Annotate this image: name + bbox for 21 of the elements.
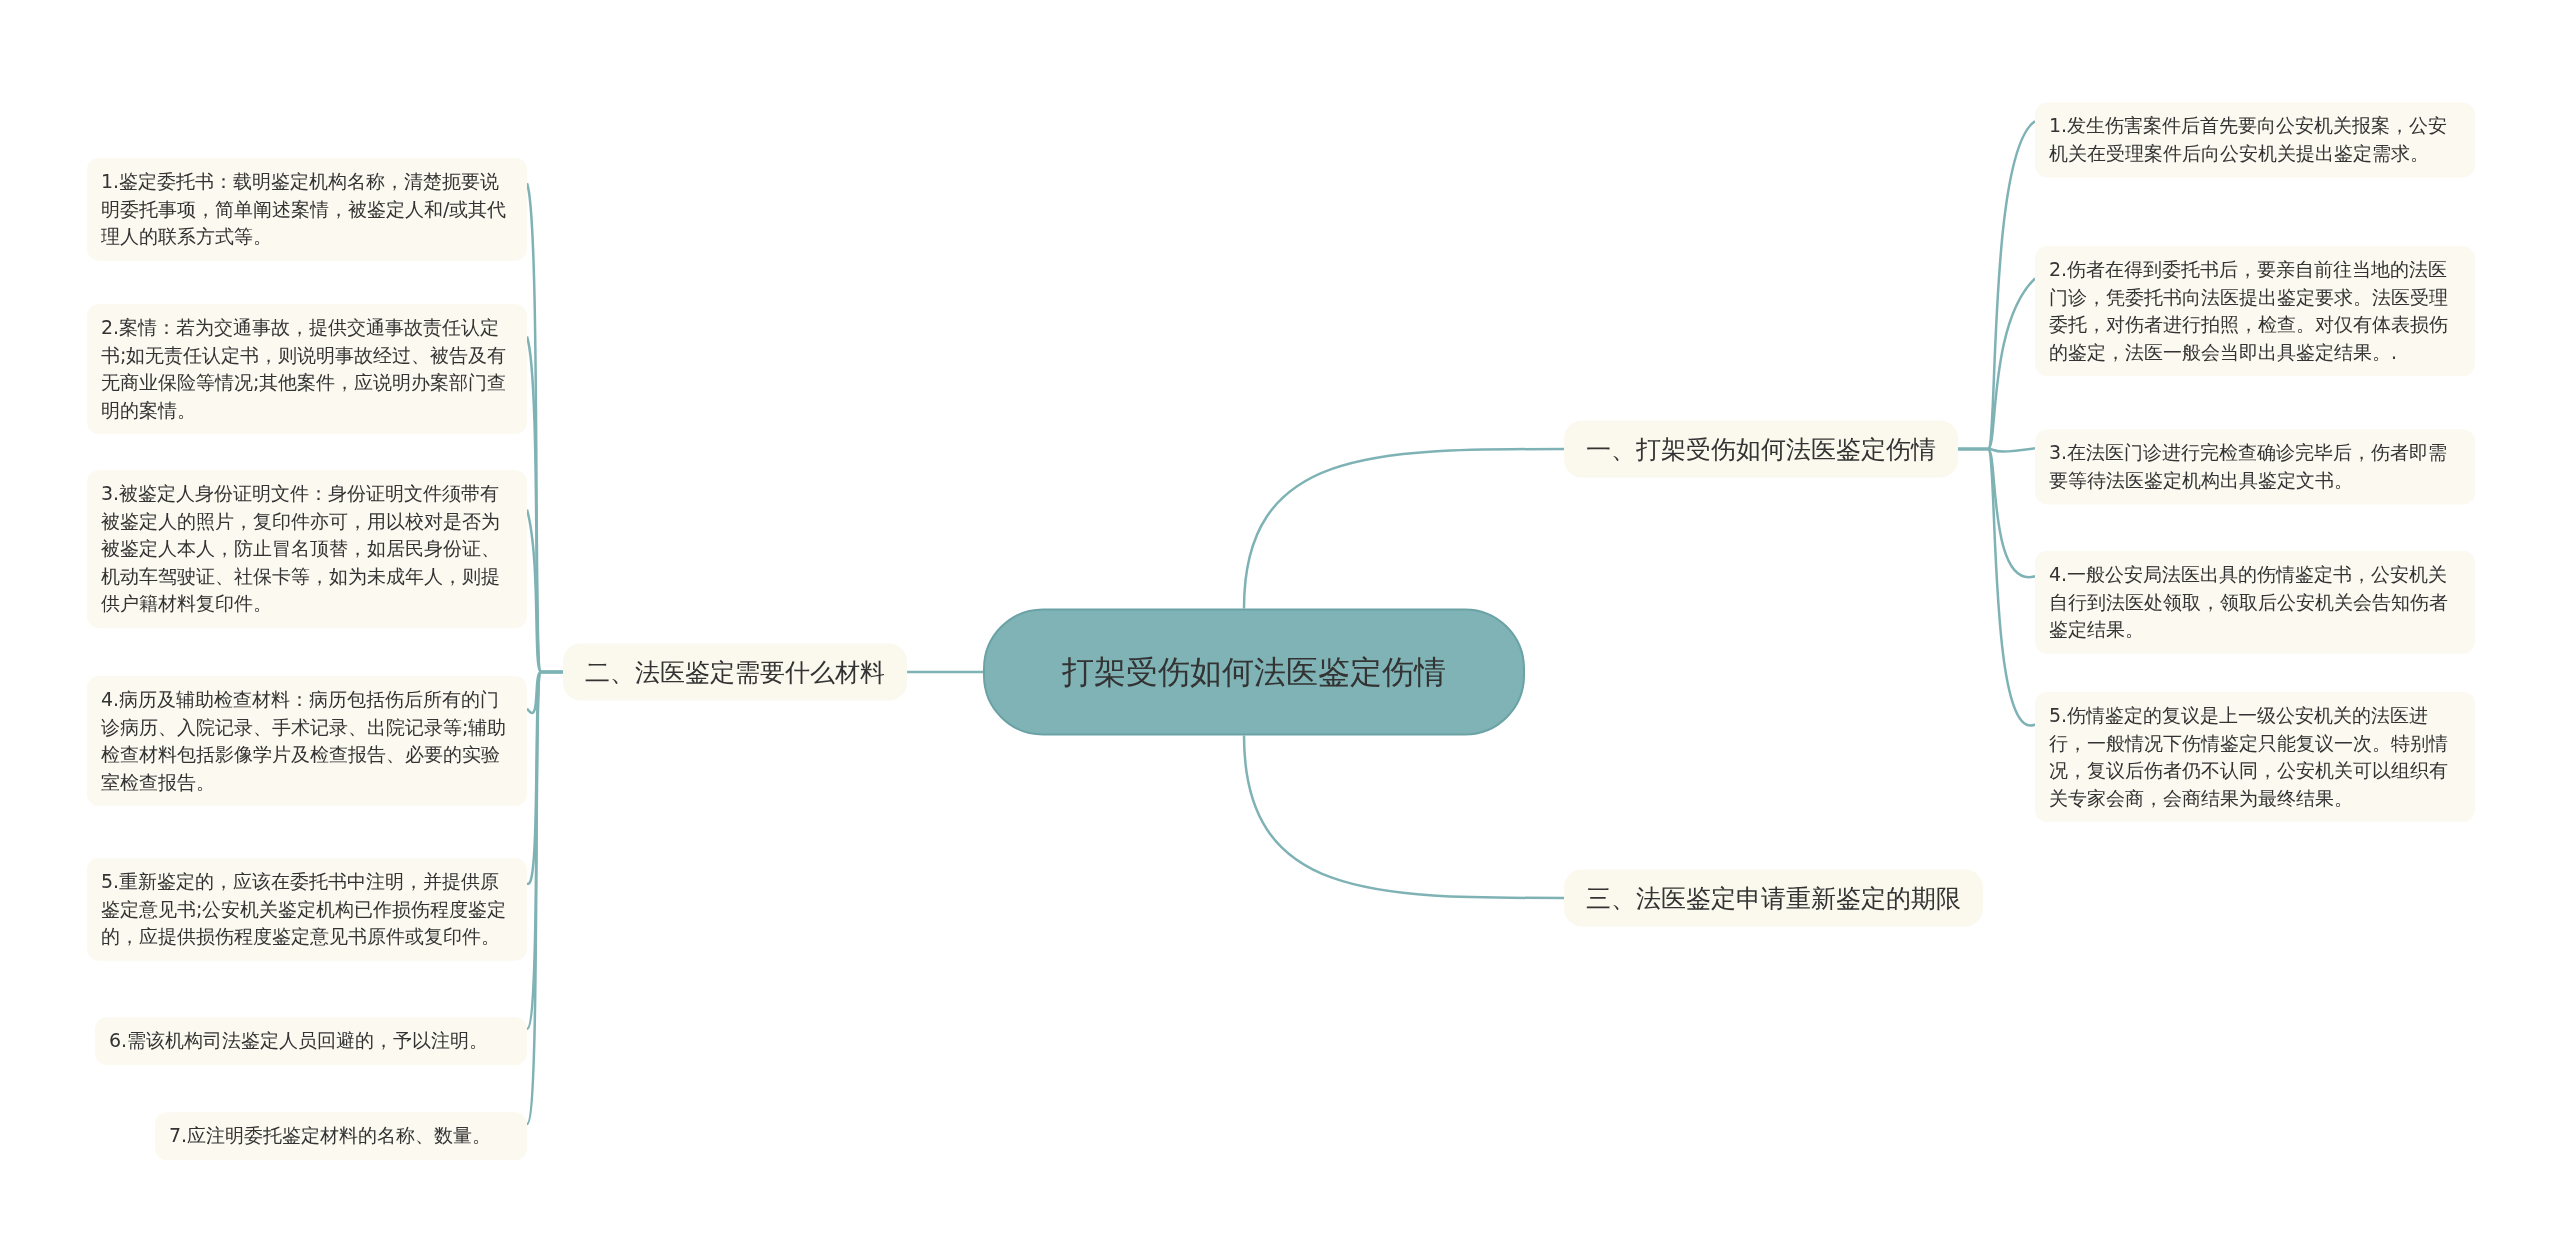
note-box: 2.伤者在得到委托书后，要亲自前往当地的法医门诊，凭委托书向法医提出鉴定要求。法医受理委托，对伤者进行拍照，检查。对仅有体表损伤的鉴定，法医一般会当即出具鉴定结果。. xyxy=(2035,245,2475,377)
note-box: 1.鉴定委托书：载明鉴定机构名称，清楚扼要说明委托事项，简单阐述案情，被鉴定人和/或其代理人的联系方式等。 xyxy=(87,157,527,261)
connector xyxy=(907,670,983,674)
note-box: 3.在法医门诊进行完检查确诊完毕后，伤者即需要等待法医鉴定机构出具鉴定文书。 xyxy=(2035,429,2475,505)
note-box: 4.病历及辅助检查材料：病历包括伤后所有的门诊病历、入院记录、手术记录、出院记录等;辅助检查材料包括影像学片及检查报告、必要的实验室检查报告。 xyxy=(87,675,527,807)
note-box: 5.伤情鉴定的复议是上一级公安机关的法医进行，一般情况下伤情鉴定只能复议一次。特别情况，复议后伤者仍不认同，公安机关可以组织有关专家会商，会商结果为最终结果。 xyxy=(2035,691,2475,823)
connector xyxy=(1242,735,1564,900)
connector xyxy=(525,670,563,1125)
note-box: 1.发生伤害案件后首先要向公安机关报案，公安机关在受理案件后向公安机关提出鉴定需求。 xyxy=(2035,102,2475,178)
note-box: 2.案情：若为交通事故，提供交通事故责任认定书;如无责任认定书，则说明事故经过、被告及有无商业保险等情况;其他案件，应说明办案部门查明的案情。 xyxy=(87,303,527,435)
note-box: 3.被鉴定人身份证明文件：身份证明文件须带有被鉴定人的照片，复印件亦可，用以校对是否为被鉴定人本人，防止冒名顶替，如居民身份证、机动车驾驶证、社保卡等，如为未成年人，则提供户籍材料复印件。 xyxy=(87,470,527,628)
note-box: 4.一般公安局法医出具的伤情鉴定书，公安机关自行到法医处领取，领取后公安机关会告知伤者鉴定结果。 xyxy=(2035,550,2475,654)
note-box: 6.需该机构司法鉴定人员回避的，予以注明。 xyxy=(95,1017,527,1065)
note-box: 7.应注明委托鉴定材料的名称、数量。 xyxy=(155,1112,527,1160)
connector xyxy=(1242,447,1564,609)
central-topic: 打架受伤如何法医鉴定伤情 xyxy=(983,608,1525,736)
note-box: 5.重新鉴定的，应该在委托书中注明，并提供原鉴定意见书;公安机关鉴定机构已作损伤程度鉴定的，应提供损伤程度鉴定意见书原件或复印件。 xyxy=(87,857,527,961)
topic-box: 二、法医鉴定需要什么材料 xyxy=(563,643,907,701)
topic-box: 一、打架受伤如何法医鉴定伤情 xyxy=(1564,420,1958,478)
topic-box: 三、法医鉴定申请重新鉴定的期限 xyxy=(1564,869,1983,927)
connector xyxy=(1958,447,2036,726)
